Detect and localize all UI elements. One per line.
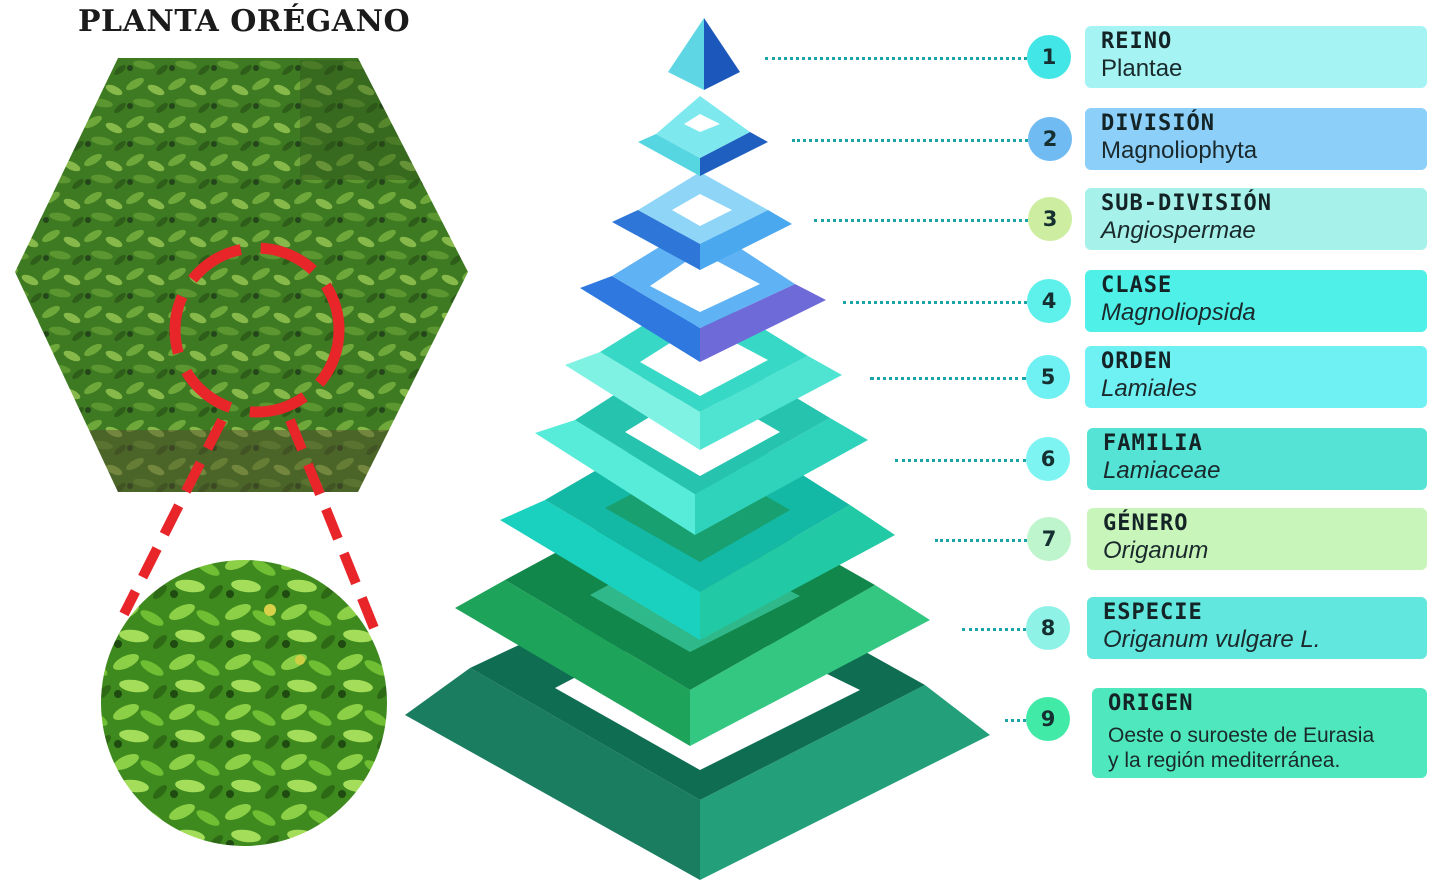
taxonomy-row-division: 2 DIVISIÓN Magnoliophyta bbox=[0, 108, 1432, 172]
leader-line bbox=[792, 139, 1028, 142]
taxon-name: Lamiales bbox=[1101, 375, 1198, 402]
level-badge: 6 bbox=[1026, 437, 1070, 481]
leader-line bbox=[895, 459, 1026, 462]
origin-text-line1: Oeste o suroeste de Eurasia bbox=[1108, 724, 1375, 747]
taxonomy-row-familia: 6 FAMILIA Lamiaceae bbox=[0, 428, 1432, 492]
rank-label: GÉNERO bbox=[1103, 511, 1189, 536]
rank-label: CLASE bbox=[1101, 273, 1173, 298]
level-badge: 9 bbox=[1026, 697, 1070, 741]
level-badge: 7 bbox=[1027, 517, 1071, 561]
level-label-box: SUB-DIVISIÓN Angiospermae bbox=[1085, 188, 1427, 250]
level-badge: 5 bbox=[1026, 355, 1070, 399]
taxonomy-row-especie: 8 ESPECIE Origanum vulgare L. bbox=[0, 597, 1432, 661]
taxon-name: Magnoliophyta bbox=[1101, 137, 1258, 164]
taxon-name: Plantae bbox=[1101, 55, 1183, 82]
taxon-name: Lamiaceae bbox=[1103, 457, 1221, 484]
level-label-box: ESPECIE Origanum vulgare L. bbox=[1087, 597, 1427, 659]
pyramid-layer-3 bbox=[612, 172, 792, 270]
leader-line bbox=[935, 539, 1027, 542]
rank-label: REINO bbox=[1101, 29, 1173, 54]
pyramid-layer-4 bbox=[580, 222, 826, 362]
level-badge: 8 bbox=[1026, 606, 1070, 650]
level-badge: 2 bbox=[1028, 117, 1072, 161]
level-badge: 4 bbox=[1027, 279, 1071, 323]
zoom-highlight bbox=[119, 242, 383, 640]
leader-line bbox=[962, 628, 1026, 631]
taxonomy-row-genero: 7 GÉNERO Origanum bbox=[0, 508, 1432, 572]
level-label-box: FAMILIA Lamiaceae bbox=[1087, 428, 1427, 490]
taxonomy-row-clase: 4 CLASE Magnoliopsida bbox=[0, 270, 1432, 334]
taxon-name: Origanum vulgare L. bbox=[1103, 626, 1321, 653]
origin-text-line2: y la región mediterránea. bbox=[1108, 749, 1341, 772]
taxonomy-row-orden: 5 ORDEN Lamiales bbox=[0, 346, 1432, 410]
level-label-box: REINO Plantae bbox=[1085, 26, 1427, 88]
taxon-name: Origanum bbox=[1103, 537, 1209, 564]
leader-line bbox=[1005, 719, 1026, 722]
level-label-box: GÉNERO Origanum bbox=[1087, 508, 1427, 570]
leader-line bbox=[843, 301, 1027, 304]
level-label-box: DIVISIÓN Magnoliophyta bbox=[1085, 108, 1427, 170]
rank-label: DIVISIÓN bbox=[1101, 111, 1215, 136]
taxon-name: Magnoliopsida bbox=[1101, 299, 1256, 326]
level-label-box: ORDEN Lamiales bbox=[1085, 346, 1427, 408]
level-label-box: ORIGEN Oeste o suroeste de Eurasia y la … bbox=[1092, 688, 1427, 778]
taxon-name: Angiospermae bbox=[1101, 217, 1256, 244]
leader-line bbox=[765, 57, 1027, 60]
level-badge: 1 bbox=[1027, 35, 1071, 79]
taxonomy-row-origen: 9 ORIGEN Oeste o suroeste de Eurasia y l… bbox=[0, 688, 1432, 780]
pyramid-layer-2 bbox=[638, 96, 768, 176]
page-title: PLANTA ORÉGANO bbox=[78, 4, 411, 39]
rank-label: FAMILIA bbox=[1103, 431, 1203, 456]
taxonomy-row-subdivision: 3 SUB-DIVISIÓN Angiospermae bbox=[0, 188, 1432, 252]
taxonomy-row-reino: 1 REINO Plantae bbox=[0, 26, 1432, 90]
plant-photo-zoom bbox=[101, 560, 387, 846]
rank-label: ORIGEN bbox=[1108, 691, 1194, 716]
leader-line bbox=[870, 377, 1026, 380]
level-label-box: CLASE Magnoliopsida bbox=[1085, 270, 1427, 332]
pyramid-layer-1 bbox=[668, 18, 740, 90]
leader-line bbox=[814, 219, 1028, 222]
rank-label: SUB-DIVISIÓN bbox=[1101, 191, 1272, 216]
rank-label: ORDEN bbox=[1101, 349, 1173, 374]
level-badge: 3 bbox=[1028, 197, 1072, 241]
rank-label: ESPECIE bbox=[1103, 600, 1203, 625]
taxonomy-pyramid bbox=[405, 18, 990, 880]
